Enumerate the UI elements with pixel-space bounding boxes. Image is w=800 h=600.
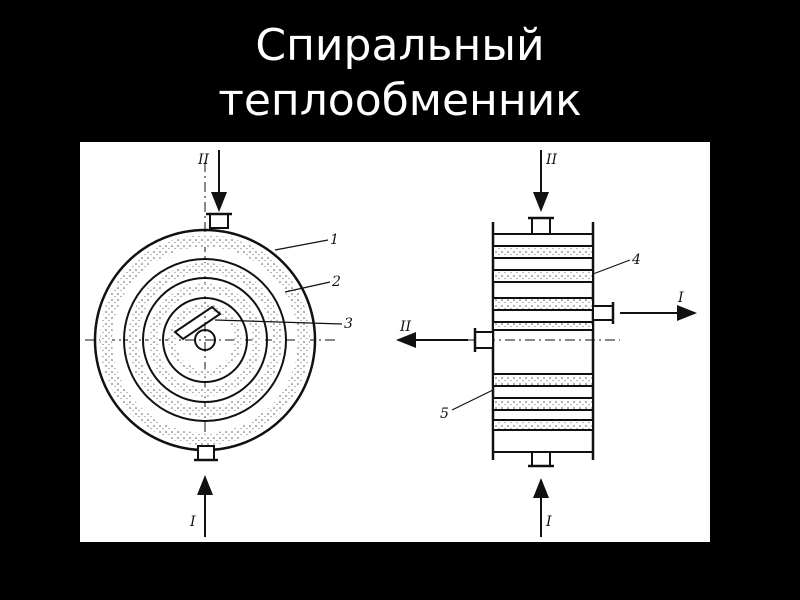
- partition-band: [492, 321, 594, 331]
- side-top-nozzle: [531, 217, 551, 235]
- heat-exchanger-figure: II I II I I II 1 2 3 4 5: [80, 142, 710, 542]
- layer-band: [492, 373, 594, 387]
- spiral-channel-2: [128, 263, 282, 417]
- layer-band: [492, 269, 594, 283]
- center-core: [194, 329, 216, 351]
- leader-5: [451, 389, 494, 411]
- flow-label-I-out: I: [677, 290, 684, 306]
- part-label-2: 2: [331, 274, 341, 290]
- bottom-nozzle: [197, 445, 215, 461]
- leader-3: [214, 319, 343, 325]
- flow-label-II-right-top: II: [545, 152, 558, 168]
- leader-4: [592, 259, 631, 275]
- layer-band: [492, 419, 594, 431]
- left-flow-arrows: [197, 150, 227, 537]
- side-right-nozzle: [592, 305, 614, 321]
- part-label-1: 1: [330, 232, 339, 248]
- title-line-2: теплообменник: [218, 75, 582, 126]
- flow-label-I-left-bottom: I: [189, 514, 196, 530]
- title-line-1: Спиральный: [255, 20, 545, 71]
- slide-title: Спиральный теплообменник: [0, 18, 800, 128]
- part-label-5: 5: [440, 406, 449, 422]
- flow-label-I-right-bottom: I: [545, 514, 552, 530]
- right-flow-arrows: [396, 150, 697, 537]
- side-bottom-nozzle: [531, 451, 551, 467]
- spiral-wall-1: [123, 258, 287, 422]
- layer-band: [492, 397, 594, 411]
- partition-plate: [173, 305, 222, 341]
- part-label-4: 4: [631, 252, 641, 268]
- flow-label-II-out: II: [399, 319, 412, 335]
- part-label-3: 3: [344, 316, 353, 332]
- flow-label-II-left-top: II: [197, 152, 210, 168]
- spiral-wall-2: [142, 277, 268, 403]
- heat-exchanger-drawing: II I II I I II 1 2 3 4 5: [85, 150, 697, 537]
- spiral-channel-outer: [100, 235, 310, 445]
- spiral-front-view: [85, 162, 343, 462]
- spiral-side-view: [451, 216, 631, 468]
- side-left-nozzle: [474, 331, 494, 349]
- spiral-channel-3: [148, 283, 262, 397]
- leader-2: [284, 281, 331, 293]
- spiral-wall-3: [162, 297, 248, 383]
- spiral-channel-4: [168, 303, 242, 377]
- top-nozzle: [209, 213, 229, 229]
- layer-band: [492, 297, 594, 311]
- layer-band: [492, 245, 594, 259]
- leader-1: [274, 239, 329, 251]
